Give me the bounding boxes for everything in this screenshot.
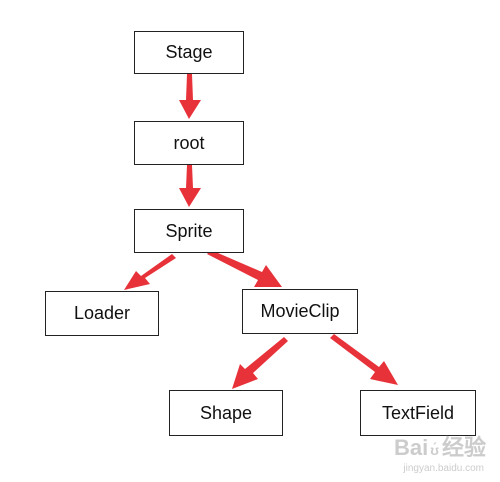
node-stage-label: Stage	[165, 42, 213, 62]
watermark-brand-latin: Bai	[394, 435, 429, 460]
node-textfield: TextField	[360, 390, 476, 436]
arrow-stage-root	[179, 74, 201, 119]
node-root: root	[134, 121, 244, 165]
watermark-paw-icon: ʊ́	[430, 442, 440, 458]
node-root-label: root	[173, 132, 205, 153]
node-shape: Shape	[169, 390, 283, 436]
arrow-movieclip-shape	[232, 337, 288, 389]
arrow-sprite-movieclip	[207, 250, 282, 287]
node-loader-label: Loader	[73, 303, 131, 323]
node-sprite: Sprite	[134, 209, 244, 253]
watermark-url: jingyan.baidu.com	[403, 463, 484, 474]
node-stage: Stage	[134, 31, 244, 74]
node-movieclip-label: MovieClip	[260, 301, 340, 321]
arrow-sprite-loader	[124, 254, 176, 290]
node-sprite-label: Sprite	[165, 220, 213, 241]
watermark-logo: Bai ʊ́ 经验	[394, 430, 486, 462]
node-shape-label: Shape	[199, 402, 253, 423]
node-textfield-label: TextField	[381, 402, 455, 423]
node-movieclip: MovieClip	[242, 289, 358, 334]
arrow-root-sprite	[179, 165, 201, 207]
arrow-movieclip-textfield	[330, 334, 398, 385]
watermark-brand-cn: 经验	[441, 435, 486, 460]
node-loader: Loader	[45, 291, 159, 336]
